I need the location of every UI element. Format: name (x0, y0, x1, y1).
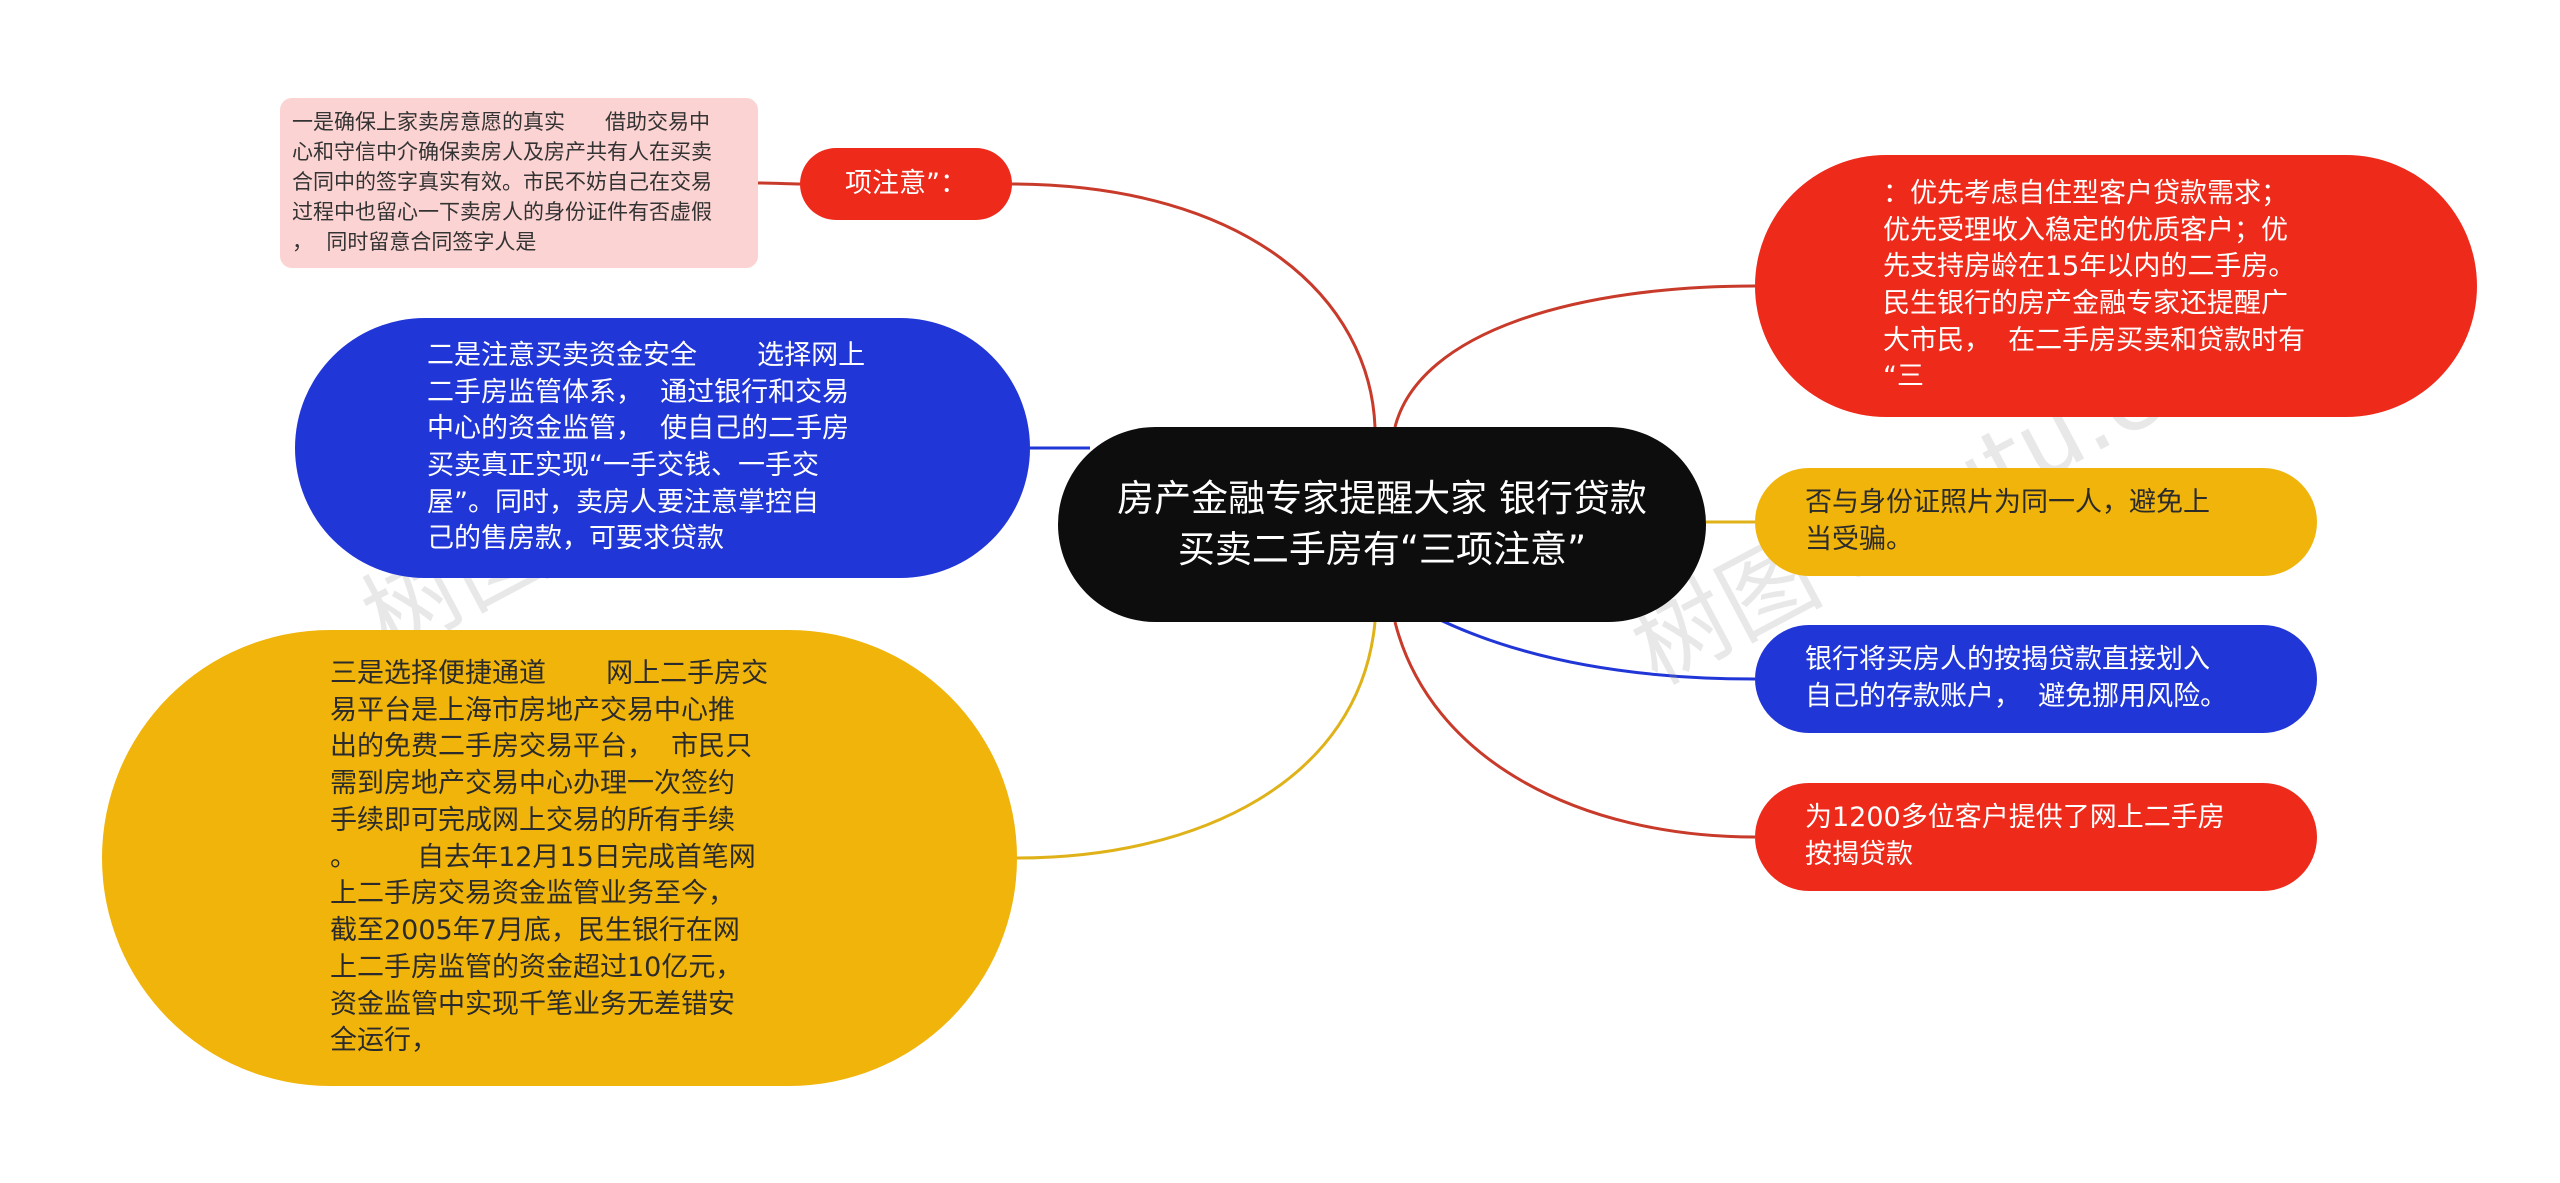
right-yellow-node[interactable]: 否与身份证照片为同一人，避免上 当受骗。 (1755, 468, 2317, 576)
right-red-top-node[interactable]: ：优先考虑自住型客户贷款需求； 优先受理收入稳定的优质客户；优 先支持房龄在15… (1755, 155, 2477, 417)
right-red-bottom-text: 为1200多位客户提供了网上二手房 按揭贷款 (1805, 802, 2225, 870)
left-blue-text: 二是注意买卖资金安全 选择网上 二手房监管体系， 通过银行和交易 中心的资金监管… (427, 339, 866, 555)
root-topic-text: 房产金融专家提醒大家 银行贷款买卖二手房有“三项注意” (1117, 477, 1647, 571)
left-red-label-node[interactable]: 项注意”： (800, 148, 1012, 220)
left-yellow-text: 三是选择便捷通道 网上二手房交 易平台是上海市房地产交易中心推 出的免费二手房交… (330, 658, 769, 1057)
right-red-bottom-node[interactable]: 为1200多位客户提供了网上二手房 按揭贷款 (1755, 783, 2317, 891)
right-red-top-text: ：优先考虑自住型客户贷款需求； 优先受理收入稳定的优质客户；优 先支持房龄在15… (1883, 177, 2306, 393)
right-blue-text: 银行将买房人的按揭贷款直接划入 自己的存款账户， 避免挪用风险。 (1805, 644, 2228, 712)
pink-note-node[interactable]: 一是确保上家卖房意愿的真实 借助交易中 心和守信中介确保卖房人及房产共有人在买卖… (280, 98, 758, 268)
right-blue-node[interactable]: 银行将买房人的按揭贷款直接划入 自己的存款账户， 避免挪用风险。 (1755, 625, 2317, 733)
right-yellow-text: 否与身份证照片为同一人，避免上 当受骗。 (1805, 487, 2210, 555)
pink-note-text: 一是确保上家卖房意愿的真实 借助交易中 心和守信中介确保卖房人及房产共有人在买卖… (292, 110, 712, 254)
left-red-label-text: 项注意”： (845, 167, 967, 199)
link-root-to-left-red (1011, 182, 1377, 428)
left-blue-node[interactable]: 二是注意买卖资金安全 选择网上 二手房监管体系， 通过银行和交易 中心的资金监管… (295, 318, 1030, 578)
root-topic[interactable]: 房产金融专家提醒大家 银行贷款买卖二手房有“三项注意” (1058, 427, 1706, 622)
link-root-to-right-red-bottom (1393, 621, 1756, 839)
left-yellow-node[interactable]: 三是选择便捷通道 网上二手房交 易平台是上海市房地产交易中心推 出的免费二手房交… (102, 630, 1017, 1086)
link-root-to-right-red-top (1393, 284, 1756, 428)
link-root-to-left-yellow (1016, 621, 1377, 860)
link-left-red-to-pink (757, 181, 801, 186)
link-root-to-right-blue (1429, 613, 1756, 681)
